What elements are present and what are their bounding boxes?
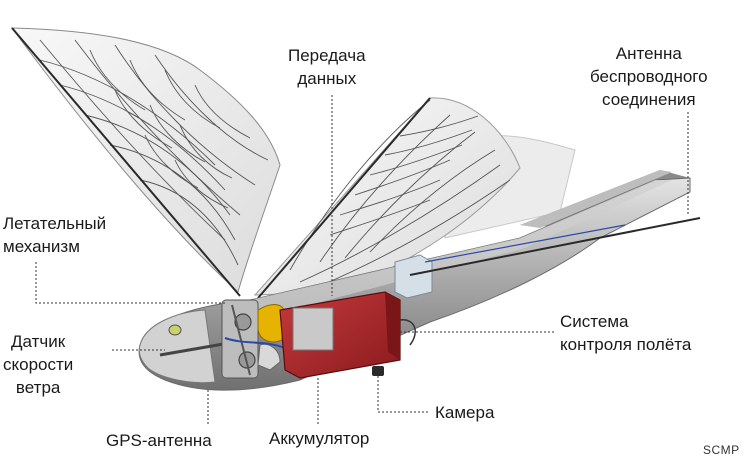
- label-data-transfer: Передача данных: [288, 46, 366, 88]
- label-antenna: Антенна беспроводного соединения: [590, 44, 708, 109]
- label-flight-mechanism: Летательный механизм: [3, 214, 107, 256]
- flight-mechanism-part: [221, 299, 286, 379]
- nose-cone: [138, 309, 216, 384]
- label-airspeed-sensor: Датчик скорости ветра: [3, 332, 74, 397]
- right-wing: [253, 97, 521, 299]
- credit-text: SCMP: [703, 443, 740, 457]
- left-wing: [10, 27, 281, 297]
- label-battery: Аккумулятор: [269, 429, 370, 448]
- leader-lines: [35, 95, 689, 425]
- camera-part: [372, 366, 384, 376]
- label-flight-control: Система контроля полёта: [560, 312, 692, 354]
- label-camera: Камера: [435, 403, 495, 422]
- battery-unit: [279, 291, 416, 379]
- data-module: [394, 254, 433, 299]
- label-gps-antenna: GPS-антенна: [106, 431, 212, 450]
